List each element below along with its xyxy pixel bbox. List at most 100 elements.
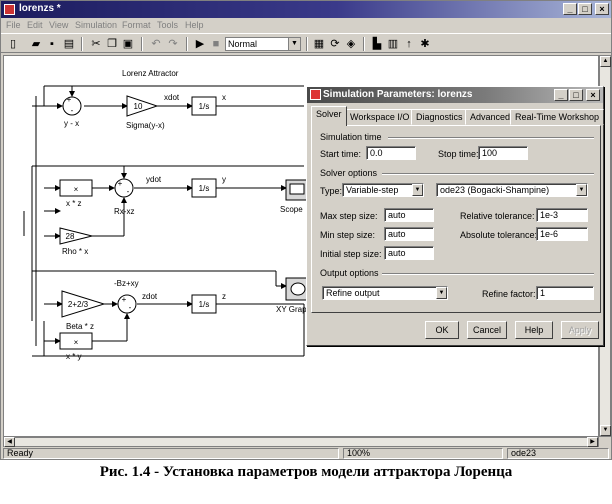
min-step-label: Min step size:	[320, 230, 376, 240]
absolute-tolerance-input[interactable]	[536, 227, 588, 241]
chevron-down-icon[interactable]: ▼	[576, 184, 587, 196]
type-label: Type:	[320, 186, 343, 196]
model-title: Lorenz Attractor	[122, 69, 179, 78]
integrator-x-block[interactable]: 1/s	[199, 102, 210, 111]
toolbar-separator	[186, 37, 188, 51]
dialog-maximize-button[interactable]: □	[569, 89, 583, 101]
open-folder-icon[interactable]: ▰	[31, 38, 41, 50]
start-simulation-icon[interactable]: ▶	[195, 38, 205, 50]
new-file-icon[interactable]: ▯	[9, 38, 17, 50]
label-xdot: xdot	[164, 93, 180, 102]
output-options-select[interactable]: Refine output ▼	[322, 286, 448, 300]
go-to-parent-icon[interactable]: ↑	[406, 38, 412, 50]
dialog-minimize-button[interactable]: _	[554, 89, 568, 101]
tab-diagnostics[interactable]: Diagnostics	[411, 109, 468, 125]
cancel-button[interactable]: Cancel	[467, 321, 507, 339]
integrator-z-block[interactable]: 1/s	[199, 300, 210, 309]
maximize-button[interactable]: □	[578, 3, 592, 15]
initial-step-input[interactable]	[384, 246, 434, 260]
svg-text:+: +	[122, 295, 127, 304]
window-title: lorenzs *	[19, 3, 61, 14]
max-step-label: Max step size:	[320, 211, 378, 221]
copy-icon[interactable]: ❐	[107, 38, 117, 50]
product-xy-block[interactable]: ×	[74, 338, 79, 347]
divider	[382, 273, 594, 275]
gain-28-block[interactable]: 28	[66, 232, 75, 241]
simulation-mode-select[interactable]: Normal ▼	[225, 37, 301, 51]
menu-format[interactable]: Format	[122, 20, 151, 30]
gain-beta-block[interactable]: 2+2/3	[68, 300, 89, 309]
refine-factor-input[interactable]	[536, 286, 594, 300]
simulink-app-icon	[4, 4, 15, 15]
save-icon[interactable]: ▪	[50, 38, 54, 50]
help-button[interactable]: Help	[515, 321, 553, 339]
solver-select[interactable]: ode23 (Bogacki-Shampine) ▼	[436, 183, 588, 197]
label-scope: Scope	[280, 205, 303, 214]
label-y-minus-x: y - x	[64, 119, 79, 128]
minimize-button[interactable]: _	[563, 3, 577, 15]
close-button[interactable]: ×	[595, 3, 609, 15]
tab-workspace-io[interactable]: Workspace I/O	[345, 109, 415, 125]
matlab-logo-icon	[310, 89, 321, 100]
solver-options-group-label: Solver options	[320, 168, 378, 178]
build-icon[interactable]: ▦	[313, 38, 325, 50]
label-x: x	[222, 93, 226, 102]
cut-icon[interactable]: ✂	[91, 38, 101, 50]
menu-edit[interactable]: Edit	[27, 20, 43, 30]
integrator-y-block[interactable]: 1/s	[199, 184, 210, 193]
status-solver: ode23	[507, 448, 609, 459]
menu-tools[interactable]: Tools	[157, 20, 179, 30]
simulation-parameters-dialog: Simulation Parameters: lorenzs _ □ × Sol…	[306, 86, 605, 346]
menu-help[interactable]: Help	[185, 20, 204, 30]
model-browser-icon[interactable]: ▥	[387, 38, 399, 50]
title-bar: lorenzs * _ □ ×	[1, 1, 611, 18]
dialog-title-bar: Simulation Parameters: lorenzs _ □ ×	[307, 87, 603, 103]
start-time-label: Start time:	[320, 149, 362, 159]
redo-icon[interactable]: ↷	[168, 38, 178, 50]
menu-view[interactable]: View	[49, 20, 69, 30]
initial-step-label: Initial step size:	[320, 249, 382, 259]
solver-type-select[interactable]: Variable-step ▼	[342, 183, 424, 197]
horizontal-scrollbar[interactable]: ◀ ▶	[3, 437, 599, 447]
simulation-time-group-label: Simulation time	[320, 132, 382, 142]
product-xz-block[interactable]: ×	[74, 185, 79, 194]
ok-button[interactable]: OK	[425, 321, 459, 339]
solver-tab-panel: Simulation time Start time: Stop time: S…	[311, 125, 601, 313]
scroll-right-icon[interactable]: ▶	[587, 437, 598, 447]
debug-icon[interactable]: ✱	[420, 38, 430, 50]
min-step-input[interactable]	[384, 227, 434, 241]
divider	[388, 137, 594, 139]
gain-10-block[interactable]: 10	[134, 102, 143, 111]
menu-simulation[interactable]: Simulation	[75, 20, 118, 30]
label-xy-graph: XY Graph	[276, 305, 311, 314]
stop-time-input[interactable]	[478, 146, 528, 160]
print-icon[interactable]: ▤	[63, 38, 75, 50]
relative-tolerance-input[interactable]	[536, 208, 588, 222]
tab-real-time-workshop[interactable]: Real-Time Workshop	[510, 109, 605, 125]
chevron-down-icon[interactable]: ▼	[288, 38, 300, 50]
paste-icon[interactable]: ▣	[122, 38, 134, 50]
tab-solver[interactable]: Solver	[311, 106, 347, 126]
chevron-down-icon[interactable]: ▼	[412, 184, 423, 196]
scroll-left-icon[interactable]: ◀	[4, 437, 15, 447]
menu-file[interactable]: File	[6, 20, 21, 30]
start-time-input[interactable]	[366, 146, 416, 160]
model-settings-icon[interactable]: ◈	[346, 38, 356, 50]
stop-simulation-icon[interactable]: ■	[212, 38, 220, 50]
svg-text:+: +	[67, 95, 72, 104]
label-beta-z: Beta * z	[66, 322, 94, 331]
toolbar-separator	[363, 37, 365, 51]
scroll-up-icon[interactable]: ▲	[600, 56, 611, 67]
apply-button[interactable]: Apply	[561, 321, 599, 339]
scroll-down-icon[interactable]: ▼	[600, 425, 611, 436]
label-x-times-y: x * y	[66, 352, 82, 361]
svg-text:-: -	[71, 106, 74, 115]
tab-advanced[interactable]: Advanced	[465, 109, 516, 125]
dialog-close-button[interactable]: ×	[586, 89, 600, 101]
update-diagram-icon[interactable]: ⟳	[330, 38, 340, 50]
solver-value: ode23 (Bogacki-Shampine)	[440, 185, 550, 195]
chevron-down-icon[interactable]: ▼	[436, 287, 447, 299]
max-step-input[interactable]	[384, 208, 434, 222]
undo-icon[interactable]: ↶	[151, 38, 161, 50]
library-browser-icon[interactable]: ▙	[372, 38, 382, 50]
